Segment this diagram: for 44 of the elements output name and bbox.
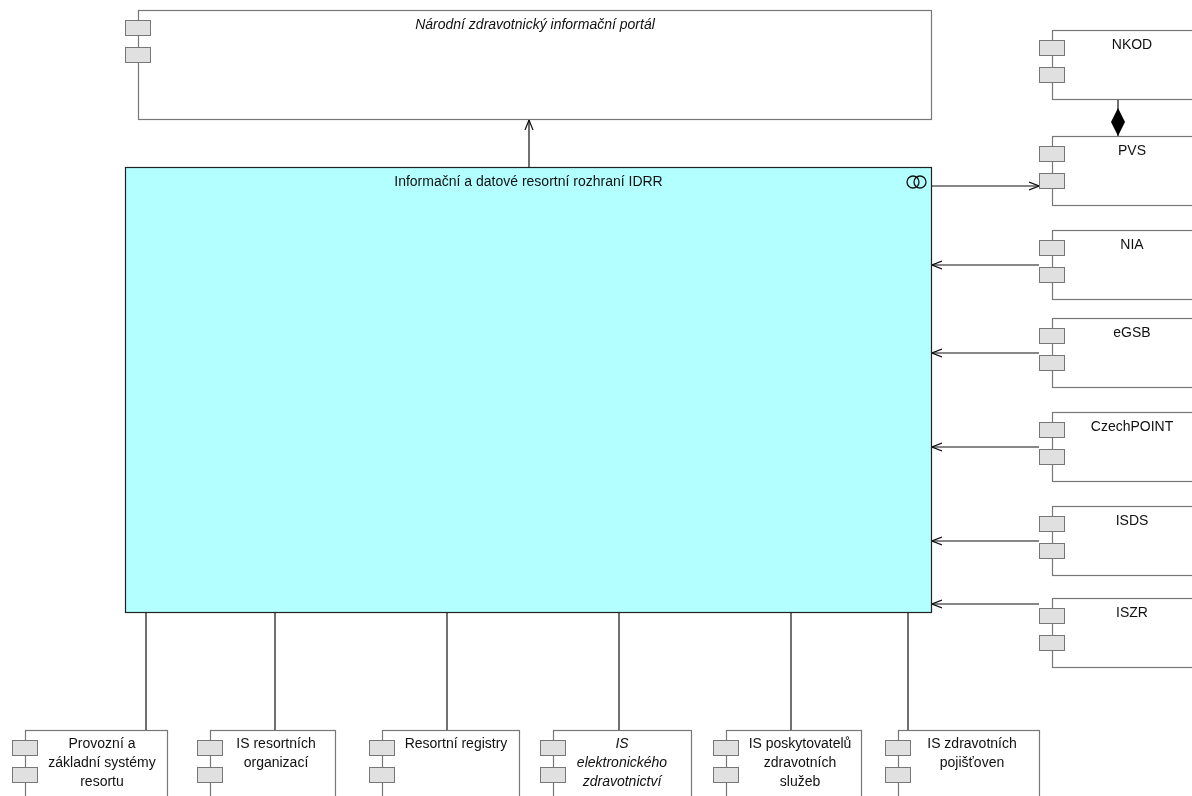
node-label: IS poskytovatelů zdravotních služeb (747, 734, 853, 791)
composition-line (1111, 99, 1125, 137)
connector-line (907, 612, 909, 731)
component-box (1039, 30, 1192, 100)
component-box (713, 730, 862, 796)
node-label: NIA (1119, 235, 1145, 254)
node-label: Informační a datové resortní rozhraní IDRR (393, 172, 664, 191)
arrow (931, 260, 1040, 270)
node-label: NKOD (1110, 35, 1154, 54)
component-box (1039, 506, 1192, 576)
component-box (885, 730, 1040, 796)
arrow (931, 536, 1040, 546)
connector-line (145, 612, 147, 731)
arrow (524, 119, 534, 168)
connector-line (790, 612, 792, 731)
component-box (369, 730, 520, 796)
node-label: Národní zdravotnický informační portál (414, 15, 656, 34)
node-label: CzechPOINT (1089, 417, 1175, 436)
node-label: ISZR (1115, 603, 1149, 622)
component-box (197, 730, 336, 796)
component-box (12, 730, 168, 796)
node-label: Provozní a základní systémy resortu (47, 734, 157, 791)
arrow (931, 348, 1040, 358)
connector-line (446, 612, 448, 731)
node-label: IS resortních organizací (235, 734, 317, 772)
component-box (1039, 136, 1192, 206)
interface-box (125, 167, 932, 613)
node-label: ISDS (1114, 511, 1150, 530)
connector-line (274, 612, 276, 731)
node-label: IS elektronického zdravotnictví (575, 734, 669, 791)
node-label: PVS (1117, 141, 1147, 160)
component-box (540, 730, 692, 796)
node-label: IS zdravotních pojišťoven (926, 734, 1018, 772)
connector-line (618, 612, 620, 731)
component-box (1039, 598, 1192, 668)
arrow (931, 599, 1040, 609)
component-box (125, 10, 932, 120)
component-box (1039, 318, 1192, 388)
component-box (1039, 230, 1192, 300)
component-box (1039, 412, 1192, 482)
arrow (931, 181, 1040, 191)
node-label: eGSB (1112, 323, 1152, 342)
node-label: Resortní registry (403, 734, 509, 753)
arrow (931, 442, 1040, 452)
